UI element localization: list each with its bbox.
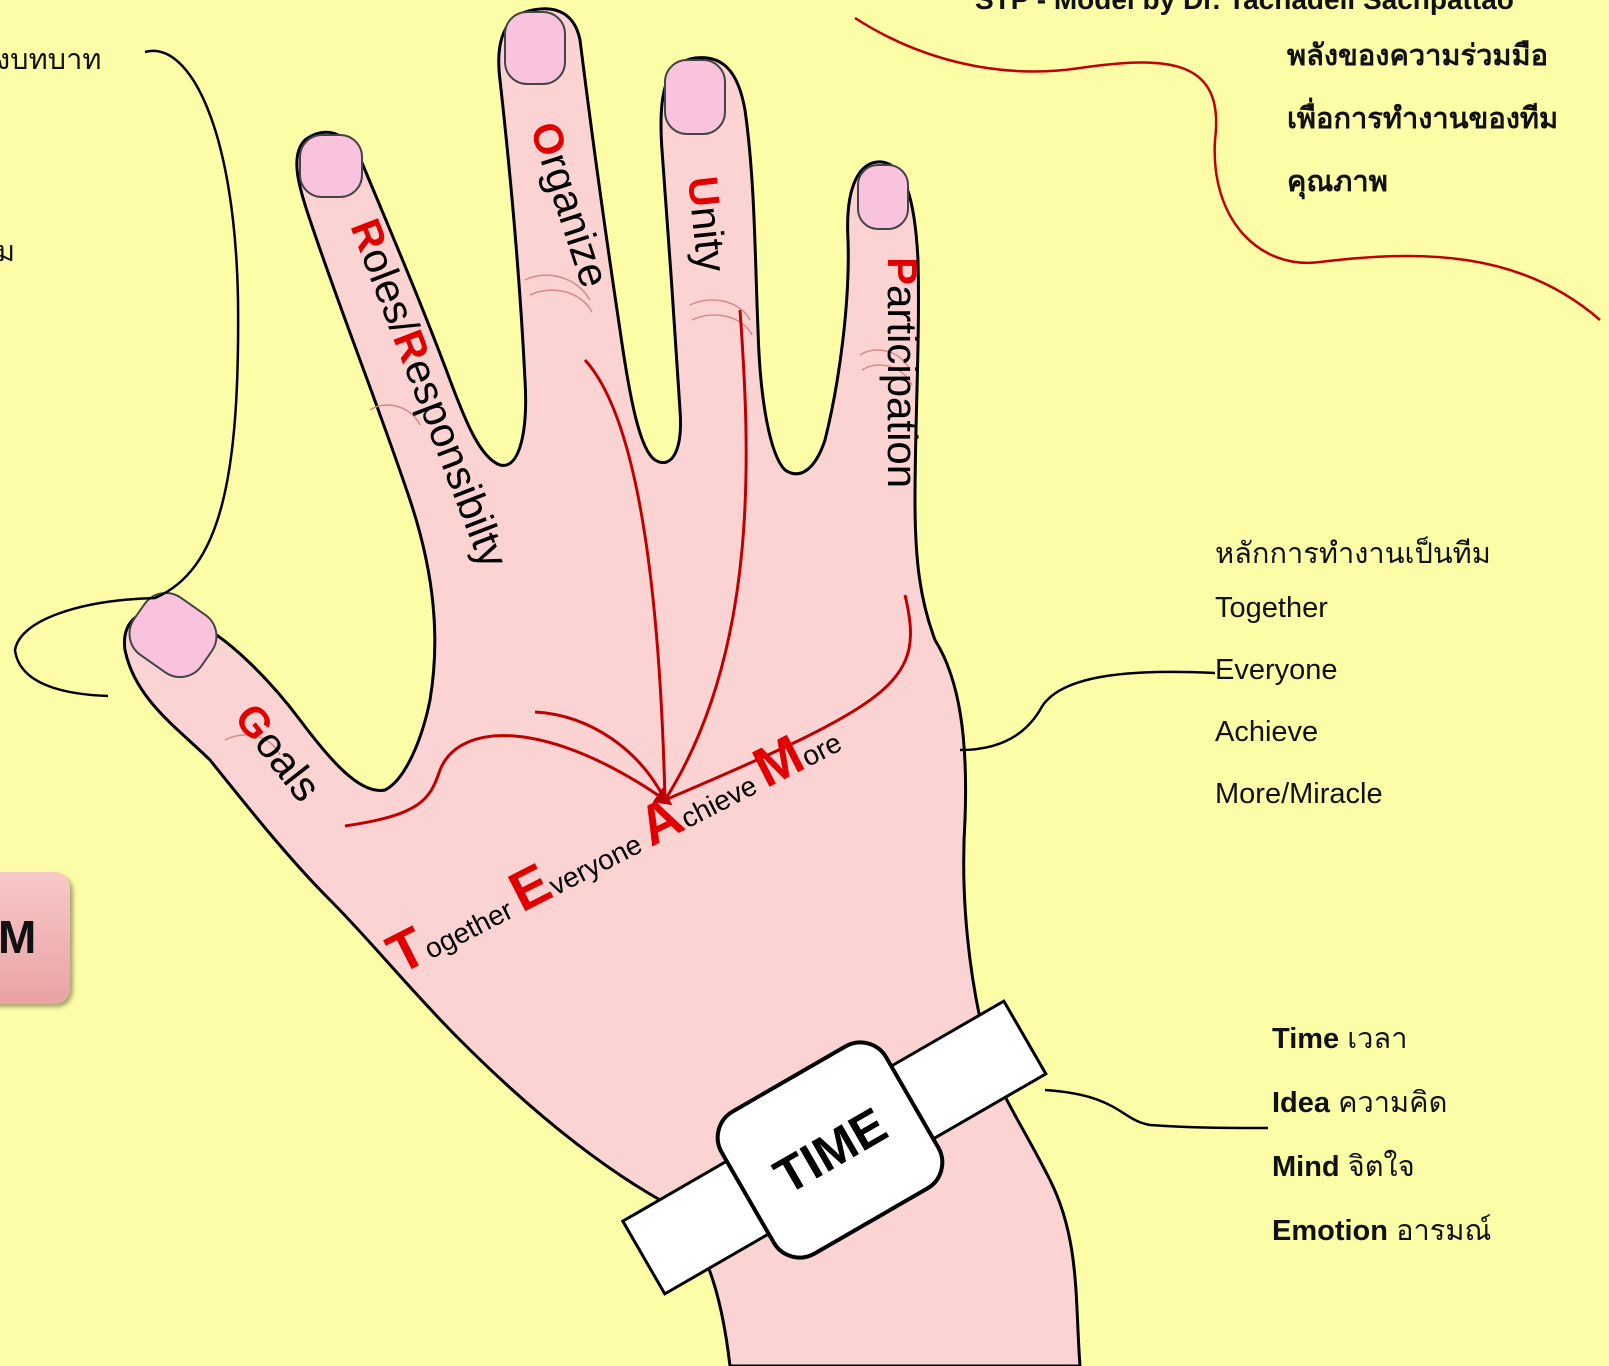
- time-term: Time: [1272, 1023, 1339, 1055]
- left-text-roles: งบทบาท: [0, 36, 102, 82]
- time-meaning: อารมณ์: [1396, 1215, 1491, 1247]
- time-term: Mind: [1272, 1151, 1340, 1183]
- time-list-item: Time เวลา: [1272, 1015, 1408, 1061]
- header-title-line2: พลังของความร่วมมือ: [1287, 32, 1548, 78]
- unity-text: Unity: [679, 174, 736, 274]
- team-list-item: More/Miracle: [1215, 778, 1383, 811]
- time-term: Idea: [1272, 1087, 1330, 1119]
- participation-text: Participation: [879, 257, 926, 488]
- participation-cap-p: P: [879, 257, 926, 285]
- participation-rest: articipation: [879, 285, 926, 488]
- time-list-item: Idea ความคิด: [1272, 1079, 1447, 1125]
- team-label-box: M: [0, 872, 70, 1004]
- time-meaning: เวลา: [1347, 1023, 1407, 1055]
- unity-rest: nity: [682, 204, 736, 274]
- time-list-item: Mind จิตใจ: [1272, 1143, 1415, 1189]
- team-list-heading: หลักการทำงานเป็นทีม: [1215, 530, 1491, 576]
- header-title-line4: คุณภาพ: [1287, 158, 1388, 204]
- team-list-item: Achieve: [1215, 716, 1318, 749]
- header-title-line1: STP - Model by Dr. Tachadell Sachpattao: [975, 0, 1514, 16]
- time-list-item: Emotion อารมณ์: [1272, 1207, 1491, 1253]
- team-list-item: Together: [1215, 592, 1328, 625]
- left-text-2: ม: [0, 228, 15, 274]
- unity-cap-u: U: [679, 174, 729, 209]
- team-list-item: Everyone: [1215, 654, 1338, 687]
- time-meaning: จิตใจ: [1348, 1151, 1415, 1183]
- header-title-line3: เพื่อการทำงานของทีม: [1287, 95, 1558, 141]
- team-label-letter: M: [0, 910, 36, 964]
- time-term: Emotion: [1272, 1215, 1388, 1247]
- time-meaning: ความคิด: [1338, 1087, 1447, 1119]
